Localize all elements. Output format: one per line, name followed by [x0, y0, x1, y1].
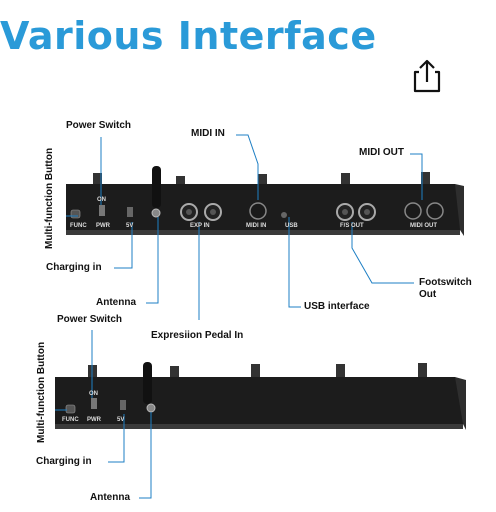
- share-icon: [413, 59, 441, 93]
- top-midi-out-text: MIDI OUT: [410, 223, 437, 229]
- expression-pedal-in-label: Expresiion Pedal In: [151, 330, 244, 341]
- bottom-pwr-text: PWR: [87, 417, 102, 423]
- bottom-power-switch-label: Power Switch: [57, 314, 123, 325]
- top-usb-text: USB: [285, 223, 298, 229]
- top-device: [66, 166, 464, 236]
- bottom-antenna: [143, 362, 152, 404]
- bottom-multi-function-label: Multi-function Button: [36, 341, 47, 443]
- page-title: Various Interface: [0, 14, 377, 58]
- bottom-on-text: ON: [89, 391, 98, 397]
- top-fs-out-text: F/S OUT: [340, 223, 364, 229]
- share-button[interactable]: [410, 58, 444, 94]
- top-pwr-text: PWR: [96, 223, 111, 229]
- top-func-text: FUNC: [70, 223, 87, 229]
- top-5v-text: 5V: [126, 223, 133, 229]
- top-exp-in-text: EXP IN: [190, 223, 210, 229]
- top-multi-function-label: Multi-function Button: [44, 147, 55, 249]
- bottom-antenna-label: Antenna: [90, 492, 130, 503]
- bottom-charging-in-label: Charging in: [36, 456, 92, 467]
- top-midi-in-text: MIDI IN: [246, 223, 266, 229]
- bottom-leader-lines: [55, 330, 152, 499]
- bottom-func-text: FUNC: [62, 417, 79, 423]
- top-charging-in-label: Charging in: [46, 262, 102, 273]
- top-on-text: ON: [97, 197, 106, 203]
- top-leader-lines: [66, 134, 423, 320]
- top-power-switch-label: Power Switch: [66, 120, 132, 131]
- usb-interface-label: USB interface: [304, 301, 370, 312]
- footswitch-out-label: Footswitch Out: [419, 277, 472, 300]
- top-antenna: [152, 166, 161, 208]
- bottom-device-body: [55, 377, 463, 424]
- bottom-device: [55, 362, 466, 430]
- bottom-5v-text: 5V: [117, 417, 124, 423]
- midi-out-label: MIDI OUT: [359, 147, 404, 158]
- midi-in-label: MIDI IN: [191, 128, 225, 139]
- top-antenna-label: Antenna: [96, 297, 136, 308]
